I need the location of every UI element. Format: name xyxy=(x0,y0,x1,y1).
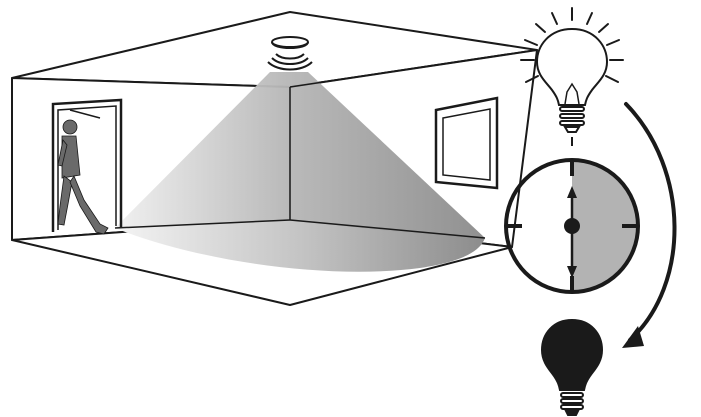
person-walking xyxy=(57,119,109,235)
lightbulb-off-icon xyxy=(540,318,604,416)
detection-cone xyxy=(114,49,538,272)
motion-sensor-icon xyxy=(267,36,313,71)
door xyxy=(51,98,123,232)
window xyxy=(434,96,499,190)
clock-timer-icon xyxy=(504,158,640,294)
curved-arrow-icon xyxy=(622,102,677,348)
lightbulb-on-icon xyxy=(520,7,624,133)
